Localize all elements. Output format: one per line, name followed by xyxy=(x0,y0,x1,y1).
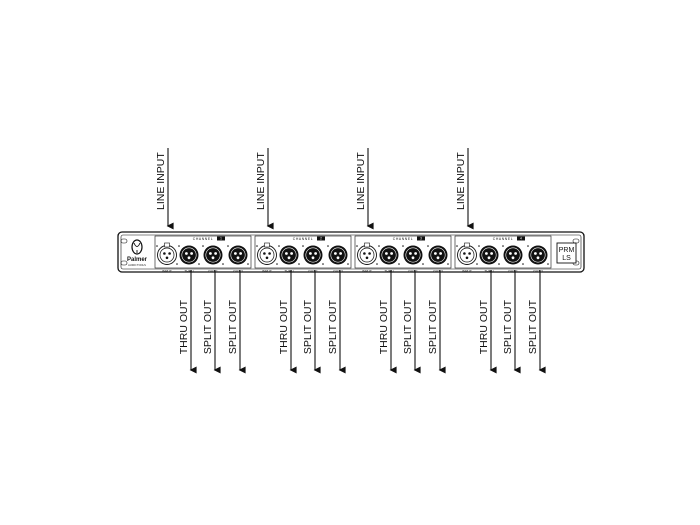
channel-4-header: CHANNEL xyxy=(493,237,513,241)
channel-1-jack-label-2: THRU xyxy=(184,270,194,274)
channel-3-jack-label-3: OUT 1 xyxy=(408,270,418,274)
channel-3-thru-label: THRU OUT xyxy=(378,299,390,354)
channel-1-panel xyxy=(154,235,252,269)
channel-4-number: 4 xyxy=(520,237,522,241)
channel-1-split-2-label: SPLIT OUT xyxy=(227,299,239,354)
channel-3-split-1-label: SPLIT OUT xyxy=(402,299,414,354)
channel-3-jack-3 xyxy=(402,245,424,265)
brand-logo-mark xyxy=(133,242,141,253)
channel-4-split-1-label: SPLIT OUT xyxy=(502,299,514,354)
model-line-2: LS xyxy=(562,255,571,262)
channel-1-jack-4 xyxy=(227,245,249,265)
channel-3-jack-2 xyxy=(378,245,400,265)
channel-4-number-tab xyxy=(517,236,525,241)
channel-1-jack-3 xyxy=(202,245,224,265)
channel-3-jack-label-1: INPUT xyxy=(362,270,372,274)
channel-2-thru-label: THRU OUT xyxy=(278,299,290,354)
channel-1-jack-2 xyxy=(178,245,200,265)
channel-4-panel xyxy=(454,235,552,269)
channel-4-jack-3 xyxy=(502,245,524,265)
channel-3-panel xyxy=(354,235,452,269)
channel-4-split-2-label: SPLIT OUT xyxy=(527,299,539,354)
channel-2-split-1-label: SPLIT OUT xyxy=(302,299,314,354)
channel-3-number-tab xyxy=(417,236,425,241)
channel-1-input-label: LINE INPUT xyxy=(155,152,167,210)
model-badge xyxy=(556,242,577,264)
channel-3-jack-label-2: THRU xyxy=(384,270,394,274)
channel-3-jack-1 xyxy=(356,242,378,265)
channel-4-thru-label: THRU OUT xyxy=(478,299,490,354)
channel-1-jack-1 xyxy=(156,242,178,265)
channel-2-jack-1 xyxy=(256,242,278,265)
channel-2-header: CHANNEL xyxy=(293,237,313,241)
rack-unit-inner-border xyxy=(120,234,582,270)
channel-2-number: 2 xyxy=(320,237,322,241)
channel-1-number: 1 xyxy=(220,237,222,241)
channel-2-jack-label-4: OUT 2 xyxy=(333,270,343,274)
channel-3-input-label: LINE INPUT xyxy=(355,152,367,210)
channel-4-jack-label-4: OUT 2 xyxy=(533,270,543,274)
rack-mount-slot xyxy=(120,238,128,244)
rack-mount-slot xyxy=(120,260,128,266)
channel-1-thru-label: THRU OUT xyxy=(178,299,190,354)
channel-2-jack-label-2: THRU xyxy=(284,270,294,274)
channel-2-number-tab xyxy=(317,236,325,241)
channel-3-jack-4 xyxy=(427,245,449,265)
channel-1-jack-label-1: INPUT xyxy=(162,270,172,274)
channel-3-header: CHANNEL xyxy=(393,237,413,241)
channel-2-panel xyxy=(254,235,352,269)
channel-2-jack-4 xyxy=(327,245,349,265)
channel-3-jack-label-4: OUT 2 xyxy=(433,270,443,274)
channel-3-number: 3 xyxy=(420,237,422,241)
brand-logo xyxy=(131,239,143,255)
brand-tagline: AUDIO TOOLS xyxy=(128,263,146,267)
channel-1-header: CHANNEL xyxy=(193,237,213,241)
channel-2-input-label: LINE INPUT xyxy=(255,152,267,210)
channel-4-jack-label-1: INPUT xyxy=(462,270,472,274)
brand-name: Palmer xyxy=(127,257,148,263)
channel-1-number-tab xyxy=(217,236,225,241)
channel-2-jack-3 xyxy=(302,245,324,265)
channel-3-split-2-label: SPLIT OUT xyxy=(427,299,439,354)
channel-4-jack-label-2: THRU xyxy=(484,270,494,274)
channel-2-jack-label-1: INPUT xyxy=(262,270,272,274)
channel-4-jack-1 xyxy=(456,242,478,265)
channel-1-jack-label-4: OUT 2 xyxy=(233,270,243,274)
channel-4-jack-2 xyxy=(478,245,500,265)
channel-2-split-2-label: SPLIT OUT xyxy=(327,299,339,354)
channel-4-input-label: LINE INPUT xyxy=(455,152,467,210)
channel-4-jack-4 xyxy=(527,245,549,265)
channel-2-jack-label-3: OUT 1 xyxy=(308,270,318,274)
model-line-1: PRM xyxy=(559,247,575,254)
channel-4-jack-label-3: OUT 1 xyxy=(508,270,518,274)
channel-1-split-1-label: SPLIT OUT xyxy=(202,299,214,354)
channel-1-jack-label-3: OUT 1 xyxy=(208,270,218,274)
channel-2-jack-2 xyxy=(278,245,300,265)
